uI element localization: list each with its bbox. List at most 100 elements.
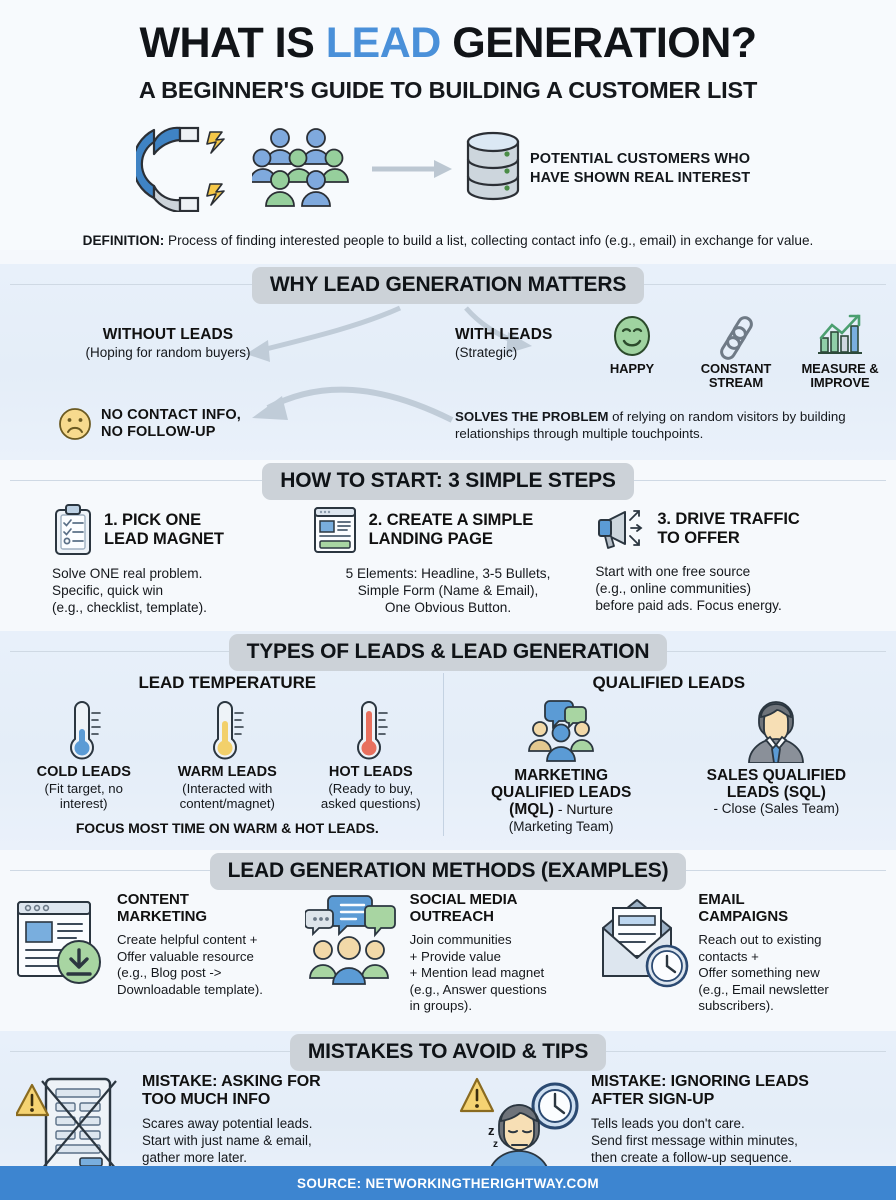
temp-cold-sub: (Fit target, no interest) bbox=[44, 780, 123, 812]
method-social-media-body: Join communities + Provide value + Menti… bbox=[409, 931, 547, 1014]
magnet-icon bbox=[136, 126, 225, 212]
section-heading-types: TYPES OF LEADS & LEAD GENERATION bbox=[228, 633, 668, 671]
qualified-mql-sub: (Marketing Team) bbox=[508, 818, 614, 834]
thermometer-cold-icon bbox=[69, 700, 101, 760]
page-title: WHAT IS LEAD GENERATION? bbox=[0, 19, 896, 67]
mistake-ignoring-leads-title: MISTAKE: IGNORING LEADS AFTER SIGN-UP bbox=[591, 1073, 809, 1109]
flow-arrow-icon bbox=[372, 159, 452, 178]
temp-cold: COLD LEADS (Fit target, no interest) bbox=[21, 700, 146, 813]
why-heading-row: WHY LEAD GENERATION MATTERS bbox=[0, 264, 896, 304]
mistakes-heading-row: MISTAKES TO AVOID & TIPS bbox=[0, 1031, 896, 1072]
spark-bottom-icon bbox=[206, 183, 225, 206]
qualified-row: MARKETING QUALIFIED LEADS (MQL) - Nurtur… bbox=[454, 699, 885, 835]
benefit-happy: HAPPY bbox=[588, 314, 676, 391]
step-3: 3. DRIVE TRAFFIC TO OFFER Start with one… bbox=[595, 504, 882, 617]
definition-text: Process of finding interested people to … bbox=[164, 232, 814, 248]
mistake-too-much-info-body: Scares away potential leads. Start with … bbox=[142, 1115, 313, 1165]
steps-section: HOW TO START: 3 SIMPLE STEPS 1. bbox=[0, 459, 896, 631]
step-2: 2. CREATE A SIMPLE LANDING PAGE 5 Elemen… bbox=[305, 504, 592, 617]
long-form-crossed-out-icon bbox=[16, 1077, 117, 1173]
solves-label: SOLVES THE PROBLEM bbox=[455, 408, 609, 424]
method-email-campaigns-body: Reach out to existing contacts + Offer s… bbox=[698, 931, 829, 1014]
article-download-icon bbox=[17, 901, 101, 985]
title-highlight: LEAD bbox=[325, 19, 442, 67]
focus-note: FOCUS MOST TIME ON WARM & HOT LEADS. bbox=[75, 820, 379, 837]
temperature-row: COLD LEADS (Fit target, no interest) bbox=[12, 700, 443, 813]
email-clock-icon bbox=[602, 899, 689, 988]
with-leads-block: WITH LEADS (Strategic) bbox=[455, 326, 635, 360]
section-heading-methods: LEAD GENERATION METHODS (EXAMPLES) bbox=[209, 853, 687, 891]
method-email-campaigns-title: EMAIL CAMPAIGNS bbox=[698, 891, 789, 926]
hero-result-text: POTENTIAL CUSTOMERS WHO HAVE SHOWN REAL … bbox=[530, 150, 751, 186]
smiley-face-icon bbox=[614, 315, 650, 356]
marketing-team-group-icon bbox=[528, 699, 595, 762]
zzz-label: z bbox=[488, 1123, 495, 1138]
qualified-sql-sub: - Close (Sales Team) bbox=[713, 801, 840, 817]
section-heading-steps: HOW TO START: 3 SIMPLE STEPS bbox=[262, 462, 634, 500]
benefits-row: HAPPY CONSTANT STREAM bbox=[588, 314, 884, 391]
mistake-ignoring-leads-body: Tells leads you don't care. Send first m… bbox=[591, 1115, 798, 1165]
section-heading-mistakes: MISTAKES TO AVOID & TIPS bbox=[289, 1034, 607, 1072]
solves-problem-text: SOLVES THE PROBLEM of relying on random … bbox=[455, 408, 884, 443]
thermometer-hot-icon bbox=[356, 700, 388, 760]
benefit-constant-stream: CONSTANT STREAM bbox=[692, 314, 780, 391]
types-section: TYPES OF LEADS & LEAD GENERATION LEAD TE… bbox=[0, 630, 896, 851]
mistake-too-much-info: MISTAKE: ASKING FOR TOO MUCH INFO Scares… bbox=[16, 1073, 437, 1177]
benefit-happy-label: HAPPY bbox=[609, 360, 655, 376]
method-social-media-title: SOCIAL MEDIA OUTREACH bbox=[409, 891, 518, 926]
section-heading-why: WHY LEAD GENERATION MATTERS bbox=[251, 266, 645, 304]
steps-heading-row: HOW TO START: 3 SIMPLE STEPS bbox=[0, 460, 896, 500]
temp-hot-sub: (Ready to buy, asked questions) bbox=[320, 780, 421, 812]
temp-cold-label: COLD LEADS bbox=[36, 763, 131, 780]
qualified-leads-half: QUALIFIED LEADS bbox=[442, 672, 885, 837]
step-1-body: Solve ONE real problem. Specific, quick … bbox=[52, 565, 207, 616]
why-section: WHY LEAD GENERATION MATTERS WITHOUT LEAD… bbox=[0, 263, 896, 460]
temp-warm-sub: (Interacted with content/magnet) bbox=[179, 780, 275, 812]
types-heading-row: TYPES OF LEADS & LEAD GENERATION bbox=[0, 631, 896, 671]
method-email-campaigns: EMAIL CAMPAIGNS Reach out to existing co… bbox=[597, 892, 884, 1015]
methods-section: LEAD GENERATION METHODS (EXAMPLES) bbox=[0, 850, 896, 1032]
qualified-sql-title: SALES QUALIFIED LEADS (SQL) bbox=[706, 766, 847, 802]
mistake-ignoring-leads: z z MISTAKE: IGNORING LEADS AFTER SIGN-U… bbox=[459, 1073, 880, 1178]
without-leads-sub: (Hoping for random buyers) bbox=[85, 344, 251, 360]
database-icon bbox=[466, 131, 520, 200]
step-2-title: 2. CREATE A SIMPLE LANDING PAGE bbox=[368, 511, 534, 548]
no-contact-block: NO CONTACT INFO, NO FOLLOW-UP bbox=[58, 407, 241, 441]
method-social-media: SOCIAL MEDIA OUTREACH Join communities +… bbox=[304, 891, 592, 1015]
footer-source-text: SOURCE: NETWORKINGTHERIGHTWAY.COM bbox=[297, 1175, 599, 1191]
temp-warm: WARM LEADS (Interacted with content/magn… bbox=[165, 700, 290, 813]
temp-hot: HOT LEADS (Ready to buy, asked questions… bbox=[308, 700, 433, 813]
step-3-title: 3. DRIVE TRAFFIC TO OFFER bbox=[657, 510, 800, 547]
benefit-constant-stream-label: CONSTANT STREAM bbox=[700, 360, 772, 390]
methods-columns: CONTENT MARKETING Create helpful content… bbox=[0, 890, 896, 1023]
bar-chart-growth-icon bbox=[818, 314, 862, 354]
why-content: WITHOUT LEADS (Hoping for random buyers)… bbox=[0, 304, 896, 452]
step-2-body: 5 Elements: Headline, 3-5 Bullets, Simpl… bbox=[345, 565, 551, 616]
temp-warm-label: WARM LEADS bbox=[177, 763, 277, 780]
people-crowd-icon bbox=[252, 127, 349, 207]
lead-temperature-half: LEAD TEMPERATURE COLD LEADS bbox=[12, 673, 443, 837]
mql-title-suffix: - Nurture bbox=[553, 801, 614, 818]
definition-line: DEFINITION: Process of finding intereste… bbox=[18, 232, 878, 250]
thermometer-warm-icon bbox=[213, 700, 245, 760]
page-subtitle: A BEGINNER'S GUIDE TO BUILDING A CUSTOME… bbox=[138, 76, 758, 103]
qualified-mql: MARKETING QUALIFIED LEADS (MQL) - Nurtur… bbox=[466, 699, 656, 835]
mistakes-columns: MISTAKE: ASKING FOR TOO MUCH INFO Scares… bbox=[0, 1071, 896, 1187]
step-3-body: Start with one free source (e.g., online… bbox=[595, 563, 782, 614]
megaphone-icon bbox=[598, 509, 643, 549]
temp-hot-label: HOT LEADS bbox=[328, 763, 413, 780]
title-post: GENERATION? bbox=[440, 19, 757, 67]
spark-top-icon bbox=[206, 131, 225, 154]
clipboard-checklist-icon bbox=[55, 503, 91, 555]
mql-title-main: MARKETING QUALIFIED LEADS (MQL) bbox=[490, 766, 632, 819]
hero-section: WHAT IS LEAD GENERATION? A BEGINNER'S GU… bbox=[0, 0, 896, 250]
landing-page-icon bbox=[313, 506, 356, 553]
sleeping-person-clock-icon: z z bbox=[459, 1077, 579, 1178]
without-leads-block: WITHOUT LEADS (Hoping for random buyers) bbox=[68, 326, 268, 360]
hero-illustration-row: POTENTIAL CUSTOMERS WHO HAVE SHOWN REAL … bbox=[0, 126, 896, 212]
sad-face-icon bbox=[59, 407, 91, 440]
method-content-marketing-body: Create helpful content + Offer valuable … bbox=[117, 931, 263, 997]
zzz-label-2: z bbox=[493, 1139, 498, 1150]
qualified-mql-title: MARKETING QUALIFIED LEADS (MQL) - Nurtur… bbox=[466, 767, 656, 819]
